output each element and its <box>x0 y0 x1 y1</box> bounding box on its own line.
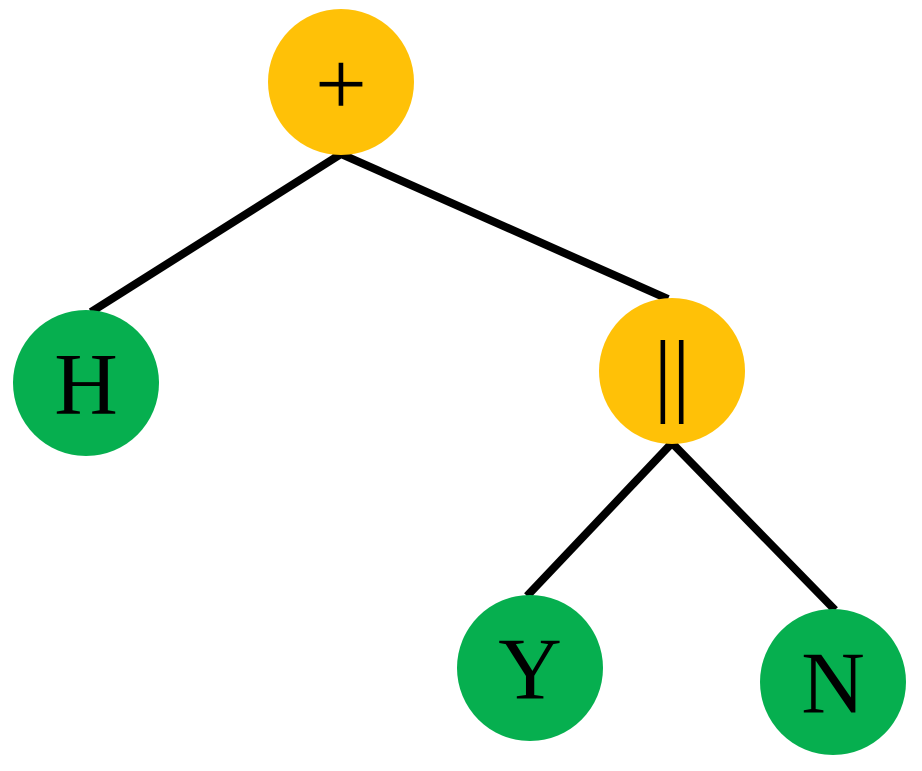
tree-node-left-leaf[interactable]: H <box>13 310 159 456</box>
node-circle-right-right-leaf[interactable] <box>760 609 906 755</box>
nodes-group: + H || Y N <box>13 9 906 755</box>
edges-group <box>88 150 838 613</box>
edge-or-n <box>669 440 838 613</box>
node-label-right-left-leaf: Y <box>498 622 562 719</box>
node-circle-left-leaf[interactable] <box>13 310 159 456</box>
node-circle-right-left-leaf[interactable] <box>457 595 603 741</box>
edge-or-y <box>524 440 675 599</box>
tree-node-right-branch[interactable]: || <box>599 298 745 444</box>
node-label-right-right-leaf: N <box>801 636 865 733</box>
tree-node-right-right-leaf[interactable]: N <box>760 609 906 755</box>
node-circle-right-branch[interactable] <box>599 298 745 444</box>
node-label-right-branch: || <box>654 322 691 424</box>
edge-root-h <box>88 150 344 316</box>
edge-root-or <box>339 150 670 303</box>
node-label-root: + <box>315 33 367 135</box>
tree-node-right-left-leaf[interactable]: Y <box>457 595 603 741</box>
tree-node-root[interactable]: + <box>268 9 414 155</box>
node-circle-root[interactable] <box>268 9 414 155</box>
node-label-left-leaf: H <box>54 337 118 434</box>
